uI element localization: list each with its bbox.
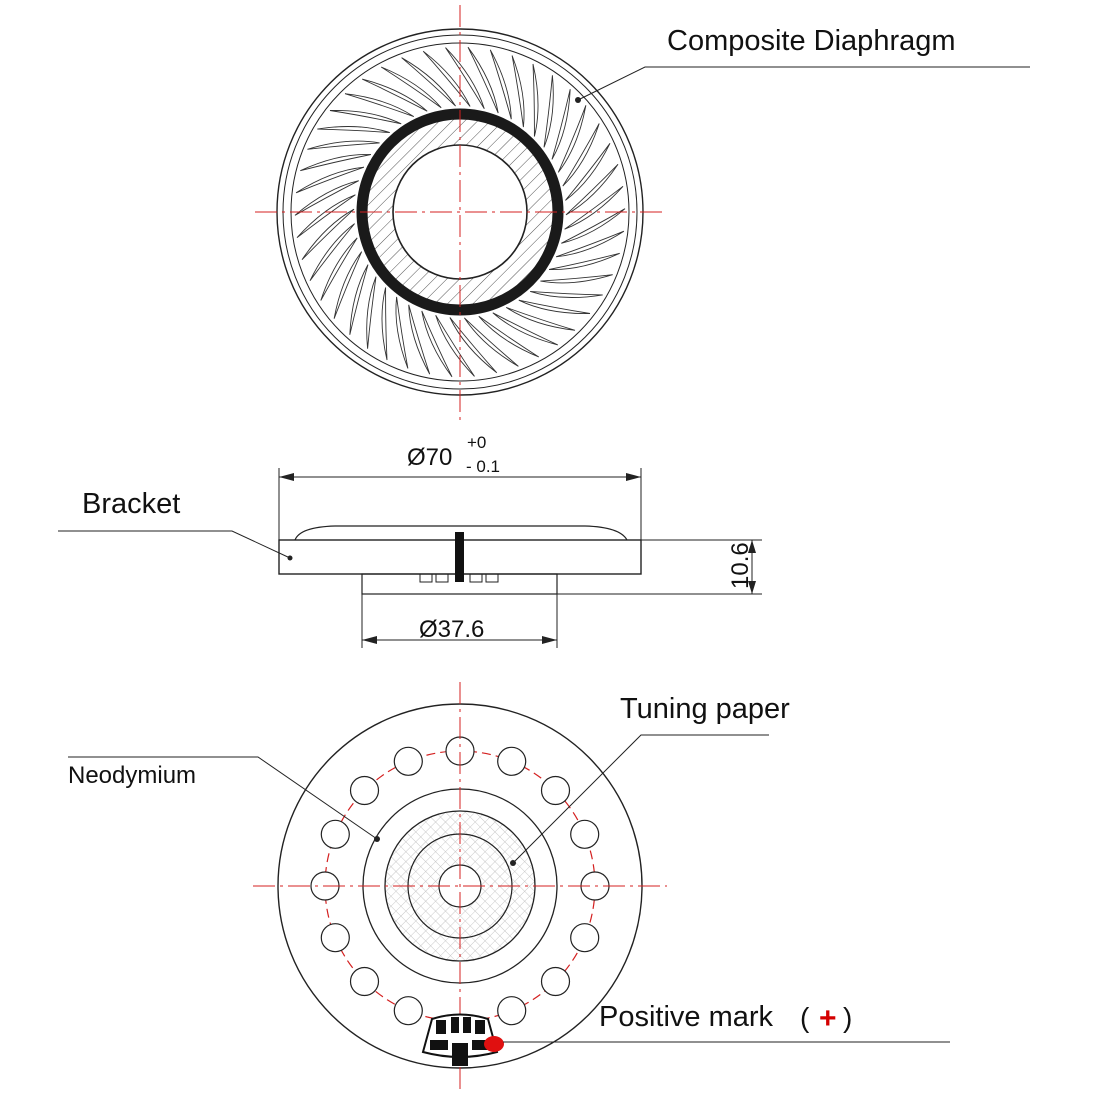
diaphragm-rib xyxy=(492,312,558,346)
diaphragm-rib xyxy=(366,276,377,349)
diaphragm-rib xyxy=(478,315,540,358)
diaphragm-rib xyxy=(362,78,428,112)
diaphragm-rib xyxy=(518,299,591,314)
leader-neodymium xyxy=(68,756,380,842)
diaphragm-rib xyxy=(467,46,499,114)
vent-hole xyxy=(570,923,600,953)
label-tuning-paper: Tuning paper xyxy=(620,693,790,725)
dim-outer-tol-upper: +0 xyxy=(467,433,486,452)
diaphragm-rib xyxy=(489,49,512,120)
vent-hole xyxy=(540,775,571,806)
label-positive-mark: Positive mark xyxy=(599,1001,774,1033)
dim-magnet-diameter: Ø37.6 xyxy=(419,616,484,643)
diaphragm-rib xyxy=(349,264,369,335)
vent-hole xyxy=(393,746,423,776)
diaphragm-rib xyxy=(435,314,475,377)
vent-hole xyxy=(320,819,350,849)
diaphragm-rib xyxy=(505,306,576,331)
diaphragm-rib xyxy=(333,251,363,319)
side-view xyxy=(278,468,762,648)
diaphragm-rib xyxy=(549,252,620,270)
positive-paren-close: ) xyxy=(843,1002,852,1033)
diaphragm-rib xyxy=(561,208,626,244)
vent-hole xyxy=(393,996,423,1026)
label-composite-diaphragm: Composite Diaphragm xyxy=(667,25,956,57)
vent-hole xyxy=(497,746,527,776)
positive-terminal-dot xyxy=(484,1036,504,1052)
diaphragm-rib xyxy=(421,310,453,378)
diaphragm-rib xyxy=(551,89,571,160)
diaphragm-rib xyxy=(300,154,371,172)
diaphragm-rib xyxy=(562,123,600,187)
terminal-pcb xyxy=(421,1013,499,1066)
vent-hole xyxy=(540,966,571,997)
vent-hole xyxy=(497,996,527,1026)
vent-hole xyxy=(570,819,600,849)
top-view-diaphragm xyxy=(255,5,665,420)
side-center-mark xyxy=(455,532,464,582)
diaphragm-rib xyxy=(511,55,525,128)
diaphragm-rib xyxy=(532,63,539,137)
dim-thickness: 10.6 xyxy=(727,542,754,589)
vent-hole xyxy=(320,923,350,953)
vent-hole xyxy=(349,775,380,806)
dim-outer-tol-lower: - 0.1 xyxy=(466,457,500,476)
diaphragm-rib xyxy=(565,143,611,201)
diaphragm-rib xyxy=(295,166,365,194)
leader-composite-diaphragm xyxy=(575,66,1030,103)
positive-plus-symbol: + xyxy=(819,1002,837,1035)
diaphragm-rib xyxy=(344,93,415,118)
diaphragm-rib xyxy=(401,57,456,107)
label-neodymium: Neodymium xyxy=(68,762,196,789)
diaphragm-rib xyxy=(530,290,603,298)
diaphragm-rib xyxy=(317,126,390,134)
leader-tuning-paper xyxy=(510,734,769,866)
diaphragm-rib xyxy=(543,75,554,148)
diaphragm-rib xyxy=(557,105,587,173)
diaphragm-rib xyxy=(307,140,380,150)
diaphragm-ribs xyxy=(294,46,626,378)
diaphragm-rib xyxy=(565,163,619,216)
diaphragm-rib xyxy=(329,110,402,125)
diaphragm-rib xyxy=(395,296,409,369)
diaphragm-rib xyxy=(294,180,359,216)
diaphragm-rib xyxy=(564,185,624,230)
positive-paren-open: ( xyxy=(800,1002,810,1033)
diaphragm-rib xyxy=(540,274,613,284)
diaphragm-rib xyxy=(320,237,358,301)
diaphragm-rib xyxy=(381,287,388,361)
diaphragm-profile xyxy=(294,525,628,541)
leader-bracket xyxy=(58,530,293,561)
label-bracket: Bracket xyxy=(82,488,180,520)
diaphragm-rib xyxy=(309,223,355,281)
diaphragm-rib xyxy=(380,66,442,109)
dim-outer-diameter: Ø70 xyxy=(407,444,452,471)
diaphragm-rib xyxy=(464,317,519,367)
diaphragm-rib xyxy=(408,304,431,375)
diaphragm-rib xyxy=(555,230,625,258)
bottom-view xyxy=(253,682,667,1092)
terminal-tabs xyxy=(419,573,499,583)
diaphragm-rib xyxy=(296,194,356,239)
diaphragm-rib xyxy=(445,47,485,110)
vent-hole xyxy=(349,966,380,997)
vent-holes xyxy=(310,736,610,1026)
diaphragm-rib xyxy=(301,208,355,261)
